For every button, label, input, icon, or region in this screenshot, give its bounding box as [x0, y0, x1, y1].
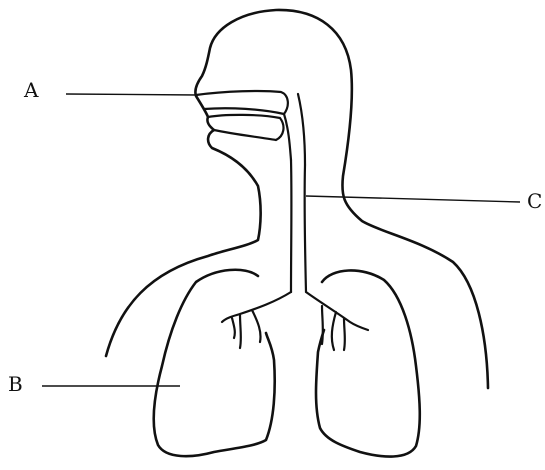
- tongue: [208, 115, 283, 140]
- label-c: C: [527, 191, 542, 211]
- leader-line-a: [66, 94, 198, 95]
- right-lung: [316, 270, 420, 456]
- label-a: A: [24, 80, 38, 100]
- left-lung: [154, 270, 275, 456]
- throat-back: [298, 94, 305, 165]
- label-b: B: [8, 374, 23, 394]
- left-bronchus: [222, 292, 291, 348]
- trachea-right-wall: [305, 165, 306, 292]
- palate: [196, 91, 288, 114]
- leader-line-c: [306, 196, 520, 202]
- pharynx: [284, 114, 291, 160]
- right-bronchus: [306, 292, 368, 350]
